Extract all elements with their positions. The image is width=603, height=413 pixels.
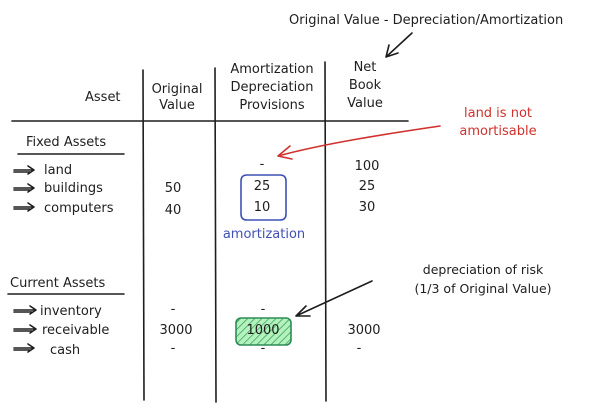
cell-net-computers: 30 — [359, 200, 376, 215]
cell-provision-buildings: 25 — [254, 179, 271, 194]
header-provisions-line3: Provisions — [239, 98, 305, 113]
risk-note-line2: (1/3 of Original Value) — [414, 281, 551, 296]
row-name-inventory: inventory — [40, 304, 102, 319]
header-net-line1: Net — [354, 60, 377, 75]
row-name-receivable: receivable — [42, 323, 109, 338]
row-name-buildings: buildings — [44, 181, 103, 196]
risk-provision-hatch — [235, 317, 292, 346]
row-name-cash: cash — [50, 343, 80, 358]
cell-net-receivable: 3000 — [347, 323, 380, 338]
amortization-box — [240, 174, 287, 221]
row-arrow-icon — [13, 305, 37, 315]
header-original-line1: Original — [152, 82, 203, 97]
row-arrow-icon — [13, 165, 35, 175]
row-arrow-icon — [13, 343, 35, 353]
cell-original-cash: - — [171, 341, 176, 356]
amortization-label: amortization — [223, 227, 305, 242]
cell-original-inventory: - — [171, 302, 176, 317]
cell-original-receivable: 3000 — [159, 323, 192, 338]
column-divider-3 — [324, 61, 327, 402]
row-arrow-icon — [13, 202, 35, 212]
header-original-line2: Value — [159, 98, 195, 113]
section-title-fixed: Fixed Assets — [26, 135, 106, 150]
cell-provision-receivable: 1000 — [246, 323, 279, 338]
cell-provision-land: - — [260, 157, 265, 172]
header-net-line3: Value — [347, 96, 383, 111]
header-asset: Asset — [85, 90, 121, 105]
row-name-land: land — [44, 163, 72, 178]
cell-provision-inventory: - — [261, 302, 266, 317]
cell-original-buildings: 50 — [165, 181, 182, 196]
formula-arrow — [385, 32, 413, 58]
land-note-line1: land is not — [464, 106, 532, 121]
column-divider-1 — [142, 69, 145, 401]
row-arrow-icon — [13, 183, 35, 193]
cell-provision-computers: 10 — [254, 200, 271, 215]
cell-original-computers: 40 — [165, 203, 182, 218]
column-divider-2 — [214, 67, 217, 403]
cell-provision-cash: - — [261, 341, 266, 356]
section-title-current: Current Assets — [10, 276, 105, 291]
risk-note-arrow — [295, 280, 373, 317]
cell-net-cash: - — [357, 341, 362, 356]
header-provisions-line2: Depreciation — [231, 80, 314, 95]
risk-note-line1: depreciation of risk — [423, 262, 544, 277]
formula-text: Original Value - Depreciation/Amortizati… — [289, 13, 563, 28]
cell-net-buildings: 25 — [359, 179, 376, 194]
cell-net-land: 100 — [355, 159, 380, 174]
header-net-line2: Book — [349, 78, 382, 93]
land-note-arrow — [277, 125, 441, 160]
land-note-line2: amortisable — [459, 124, 536, 139]
header-provisions-line1: Amortization — [230, 62, 313, 77]
row-arrow-icon — [13, 324, 37, 334]
row-name-computers: computers — [44, 201, 114, 216]
